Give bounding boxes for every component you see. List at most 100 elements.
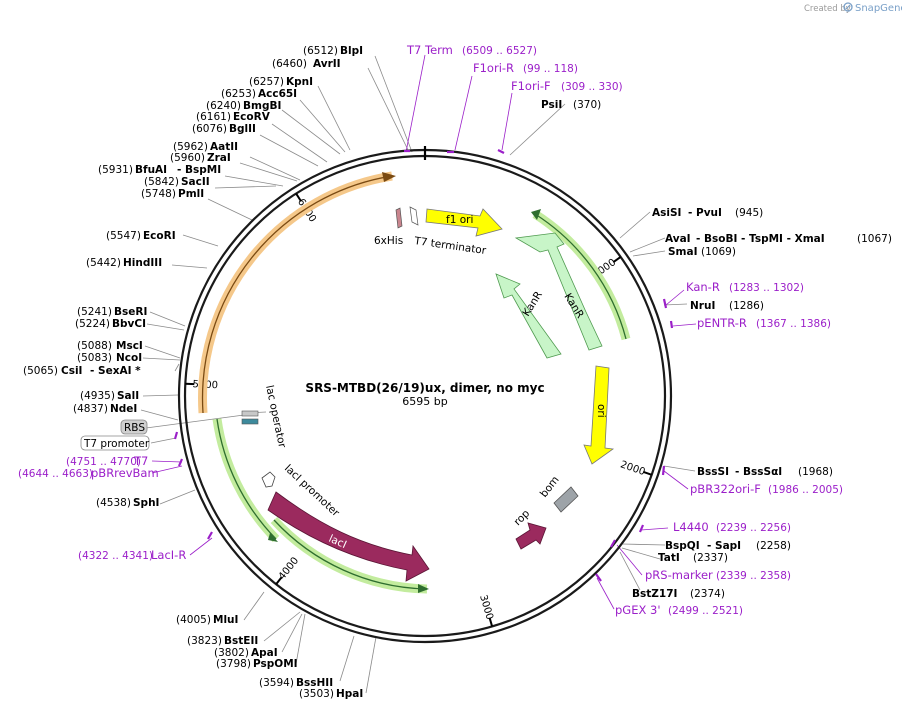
svg-text:MscI: MscI — [116, 340, 143, 352]
svg-text:(5241): (5241) — [77, 306, 112, 318]
primer-pentr-r[interactable]: pENTR-R(1367 .. 1386) — [697, 316, 831, 330]
site-nrui[interactable]: NruI(1286) — [690, 300, 764, 312]
svg-text:(6253): (6253) — [221, 88, 256, 100]
site-pmli[interactable]: (5748)PmlI — [141, 188, 204, 200]
svg-text:SmaI: SmaI — [668, 246, 698, 258]
kanr-feature-inner[interactable]: KanR — [495, 273, 562, 359]
laci-feature[interactable]: lacI — [267, 491, 430, 582]
site-bmgbi[interactable]: (6240)BmgBI — [206, 100, 281, 112]
tick-mark — [295, 193, 302, 202]
site-avai[interactable]: AvaI- BsoBI - TspMI - XmaI(1067) — [665, 233, 892, 245]
rop-feature[interactable]: rop — [512, 507, 547, 550]
site-bfuai[interactable]: (5931)BfuAI- BspMI — [98, 164, 221, 176]
site-blpi[interactable]: (6512)BlpI — [303, 45, 363, 57]
green-arc-left-line — [216, 418, 277, 540]
tick-mark — [642, 470, 653, 476]
svg-text:(5224): (5224) — [75, 318, 110, 330]
svg-text:T7: T7 — [133, 454, 148, 468]
site-sphi[interactable]: (4538)SphI — [96, 497, 159, 509]
svg-text:EcoRI: EcoRI — [143, 230, 176, 242]
enzyme-labels-left: (6512)BlpI (6460)AvrII (6257)KpnI (6253)… — [23, 45, 363, 700]
svg-text:(4837): (4837) — [73, 403, 108, 415]
site-csii[interactable]: (5065)CsiI- SexAI * — [23, 365, 141, 377]
primer-pbrrevbam[interactable]: (4644 .. 4663)pBRrevBam — [18, 466, 159, 480]
site-pspomi[interactable]: (3798)PspOMI — [216, 658, 298, 670]
site-sacii[interactable]: (5842)SacII — [144, 176, 210, 188]
site-apai[interactable]: (3802)ApaI — [214, 647, 278, 659]
site-bsshii[interactable]: (3594)BssHII — [259, 677, 333, 689]
green-arc-right-head — [531, 209, 541, 220]
svg-text:ZraI: ZraI — [207, 152, 231, 164]
backbone — [177, 146, 673, 644]
site-bseri[interactable]: (5241)BseRI — [77, 306, 147, 318]
primer-f1ori-r[interactable]: F1ori-R(99 .. 118) — [473, 61, 578, 75]
ori-label: ori — [595, 404, 607, 418]
primer-l4440[interactable]: L4440(2239 .. 2256) — [673, 520, 791, 534]
site-mlui[interactable]: (4005)MluI — [176, 614, 238, 626]
ori-feature[interactable]: ori — [583, 365, 615, 465]
lac-operator-feature[interactable]: lac operator — [241, 384, 288, 450]
svg-text:(1069): (1069) — [701, 246, 736, 258]
site-tati[interactable]: TatI(2337) — [658, 552, 728, 564]
plasmid-size: 6595 bp — [402, 395, 447, 408]
site-kpni[interactable]: (6257)KpnI — [249, 76, 313, 88]
site-zrai[interactable]: (5960)ZraI — [170, 152, 231, 164]
enzyme-labels-right: PsiI(370) AsiSI- PvuI(945) AvaI- BsoBI -… — [541, 99, 892, 600]
site-ecori[interactable]: (5547)EcoRI — [106, 230, 176, 242]
site-bsssi[interactable]: BssSI- BssSαI(1968) — [697, 466, 833, 478]
tick-label: 3000 — [477, 594, 495, 622]
bom-feature[interactable]: bom — [538, 474, 579, 513]
site-msci[interactable]: (5088)MscI — [77, 340, 143, 352]
site-hpai[interactable]: (3503)HpaI — [299, 688, 363, 700]
primer-kan-r[interactable]: Kan-R(1283 .. 1302) — [686, 280, 804, 294]
svg-text:F1ori-R: F1ori-R — [473, 61, 514, 75]
site-bbvci[interactable]: (5224)BbvCI — [75, 318, 146, 330]
svg-text:(1968): (1968) — [798, 466, 833, 478]
svg-text:(6460): (6460) — [272, 58, 307, 70]
site-smai[interactable]: SmaI(1069) — [668, 246, 736, 258]
primer-t7-term[interactable]: T7 Term(6509 .. 6527) — [406, 43, 537, 57]
site-ncoi[interactable]: (5083)NcoI — [77, 352, 142, 364]
site-hindiii[interactable]: (5442)HindIII — [86, 257, 162, 269]
svg-text:KpnI: KpnI — [286, 76, 313, 88]
svg-text:pBR322ori-F: pBR322ori-F — [690, 482, 761, 496]
rbs-feature[interactable]: RBS — [120, 419, 148, 435]
svg-text:L4440: L4440 — [673, 520, 709, 534]
svg-text:CsiI: CsiI — [61, 365, 82, 377]
primer-f1ori-f[interactable]: F1ori-F(309 .. 330) — [511, 79, 623, 93]
svg-text:(6161): (6161) — [196, 111, 231, 123]
site-asisi[interactable]: AsiSI- PvuI(945) — [652, 207, 763, 219]
svg-text:(4322 .. 4341): (4322 .. 4341) — [78, 550, 153, 562]
svg-text:BssHII: BssHII — [296, 677, 333, 689]
t7-promoter-feature[interactable]: T7 promoter — [80, 435, 150, 451]
f1-ori-feature[interactable]: f1 ori — [425, 208, 503, 237]
site-psii[interactable]: PsiI(370) — [541, 99, 601, 111]
site-bstz17i[interactable]: BstZ17I(2374) — [632, 588, 725, 600]
site-aatii[interactable]: (5962)AatII — [173, 141, 238, 153]
site-ecorv[interactable]: (6161)EcoRV — [196, 111, 271, 123]
primer-pgex3[interactable]: pGEX 3'(2499 .. 2521) — [615, 603, 743, 617]
site-bglii[interactable]: (6076)BglII — [192, 123, 256, 135]
site-bsteii[interactable]: (3823)BstEII — [187, 635, 258, 647]
primer-t7[interactable]: (4751 .. 4770)T7 — [66, 454, 148, 468]
svg-text:BlpI: BlpI — [340, 45, 363, 57]
svg-text:SalI: SalI — [117, 390, 139, 402]
site-avrii[interactable]: (6460)AvrII — [272, 58, 341, 70]
svg-text:pBRrevBam: pBRrevBam — [91, 466, 159, 480]
svg-text:(5931): (5931) — [98, 164, 133, 176]
his-tag-feature[interactable]: 6xHis — [374, 207, 403, 247]
kanr-feature-outer[interactable]: KanR — [514, 232, 603, 351]
site-ndei[interactable]: (4837)NdeI — [73, 403, 137, 415]
svg-text:BspQI: BspQI — [665, 540, 700, 552]
bom-label: bom — [538, 474, 562, 500]
primer-laci-r[interactable]: (4322 .. 4341)LacI-R — [78, 548, 186, 562]
primer-prs-marker[interactable]: pRS-marker(2339 .. 2358) — [645, 568, 791, 582]
svg-text:EcoRV: EcoRV — [233, 111, 271, 123]
site-acc65i[interactable]: (6253)Acc65I — [221, 88, 297, 100]
green-arc-bottom-line — [273, 519, 428, 590]
svg-text:AatII: AatII — [210, 141, 238, 153]
site-sali[interactable]: (4935)SalI — [80, 390, 139, 402]
svg-text:(1367 .. 1386): (1367 .. 1386) — [756, 318, 831, 330]
primer-pbr322ori-f[interactable]: pBR322ori-F(1986 .. 2005) — [690, 482, 843, 496]
site-bspqi[interactable]: BspQI- SapI(2258) — [665, 540, 791, 552]
